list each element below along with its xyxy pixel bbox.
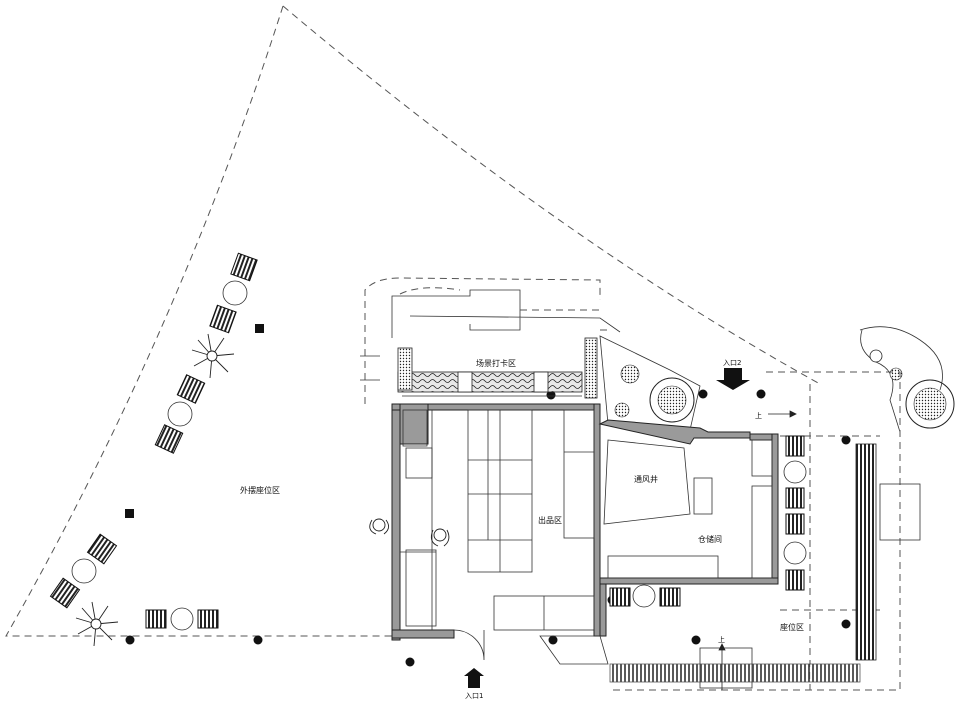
building-walls — [391, 403, 779, 641]
scene-checkin-zone — [360, 277, 621, 404]
outdoor-seating-furniture — [49, 252, 258, 631]
stair-up-label-2: 上 — [718, 635, 725, 644]
entrance-2-label: 入口2 — [723, 359, 741, 367]
vent-shaft-label: 通风井 — [634, 474, 658, 484]
interior-fixtures — [400, 409, 773, 661]
plant-icon — [75, 333, 235, 647]
seating-area-label: 座位区 — [780, 622, 804, 632]
landscape-bed — [599, 326, 955, 433]
scene-checkin-label: 场景打卡区 — [476, 358, 516, 368]
entrance-1-label: 入口1 — [465, 692, 483, 700]
stair-arrow-icon — [718, 410, 797, 690]
site-boundary-diagonal — [282, 5, 821, 385]
entrance-arrow-icon — [464, 368, 750, 688]
serving-area-label: 出品区 — [538, 515, 562, 525]
person-icon — [369, 518, 450, 547]
site-boundary — [5, 5, 395, 637]
seating-zone — [539, 371, 921, 691]
storage-room-label: 仓储间 — [698, 534, 722, 544]
outdoor-seating-label: 外摆座位区 — [240, 485, 280, 495]
stair-up-label: 上 — [755, 411, 762, 420]
